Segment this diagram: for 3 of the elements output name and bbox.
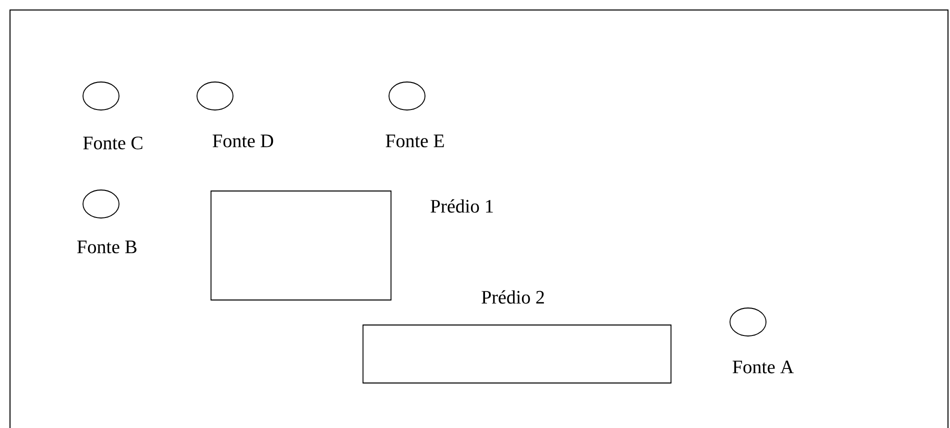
building-box: Prédio 2 — [362, 290, 672, 384]
node-label: Prédio 1 — [430, 199, 493, 213]
node-label: Prédio 2 — [482, 290, 544, 304]
